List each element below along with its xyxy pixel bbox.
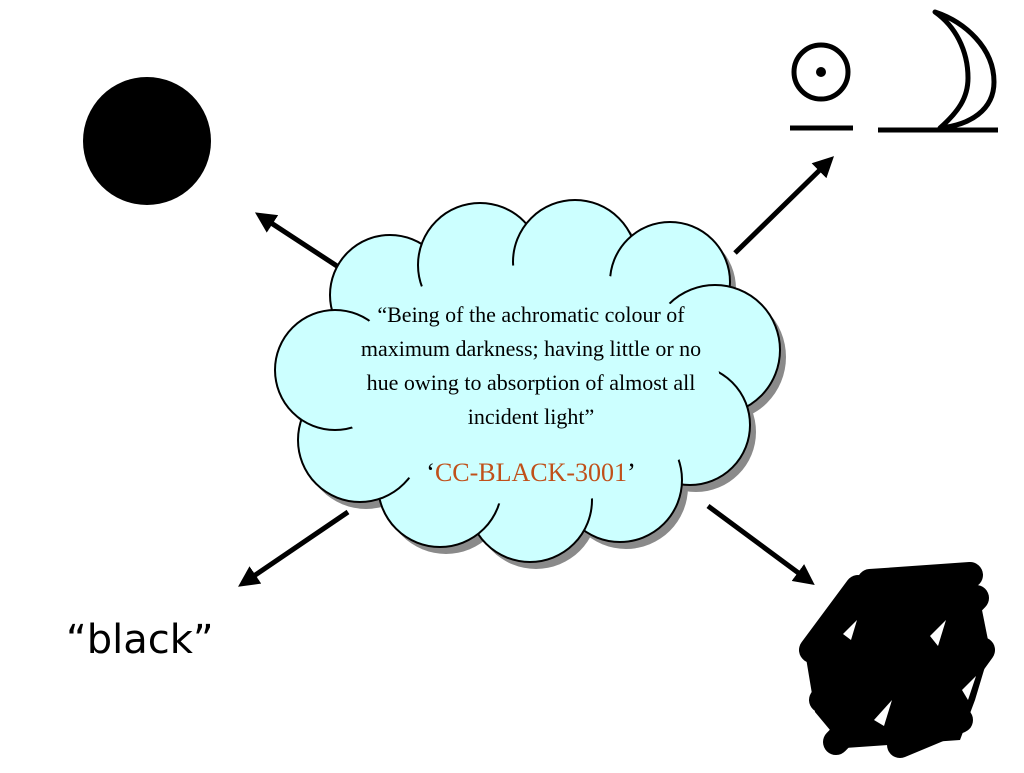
arrow-to-scribble — [706, 503, 815, 585]
arrow-to-word — [238, 509, 350, 587]
code-open-quote: ‘ — [426, 458, 435, 487]
term-word-label: “black” — [66, 617, 214, 663]
definition-line: hue owing to absorption of almost all — [366, 370, 696, 395]
black-circle-icon — [83, 77, 211, 205]
moon-symbol-icon — [878, 9, 998, 133]
black-scribble-icon — [799, 562, 995, 758]
sun-symbol-icon — [790, 42, 853, 131]
arrow-to-symbols — [733, 156, 835, 255]
concept-code: ‘CC-BLACK-3001’ — [300, 456, 762, 490]
code-value: CC-BLACK-3001 — [434, 458, 628, 487]
definition-text: “Being of the achromatic colour of maxim… — [300, 298, 762, 434]
definition-line: maximum darkness; having little or no — [360, 336, 702, 361]
code-close-quote: ’ — [627, 458, 636, 487]
definition-line: “Being of the achromatic colour of — [377, 302, 685, 327]
definition-cloud — [274, 199, 786, 569]
definition-line: incident light” — [467, 404, 595, 429]
arrow-to-black-circle — [254, 212, 342, 271]
